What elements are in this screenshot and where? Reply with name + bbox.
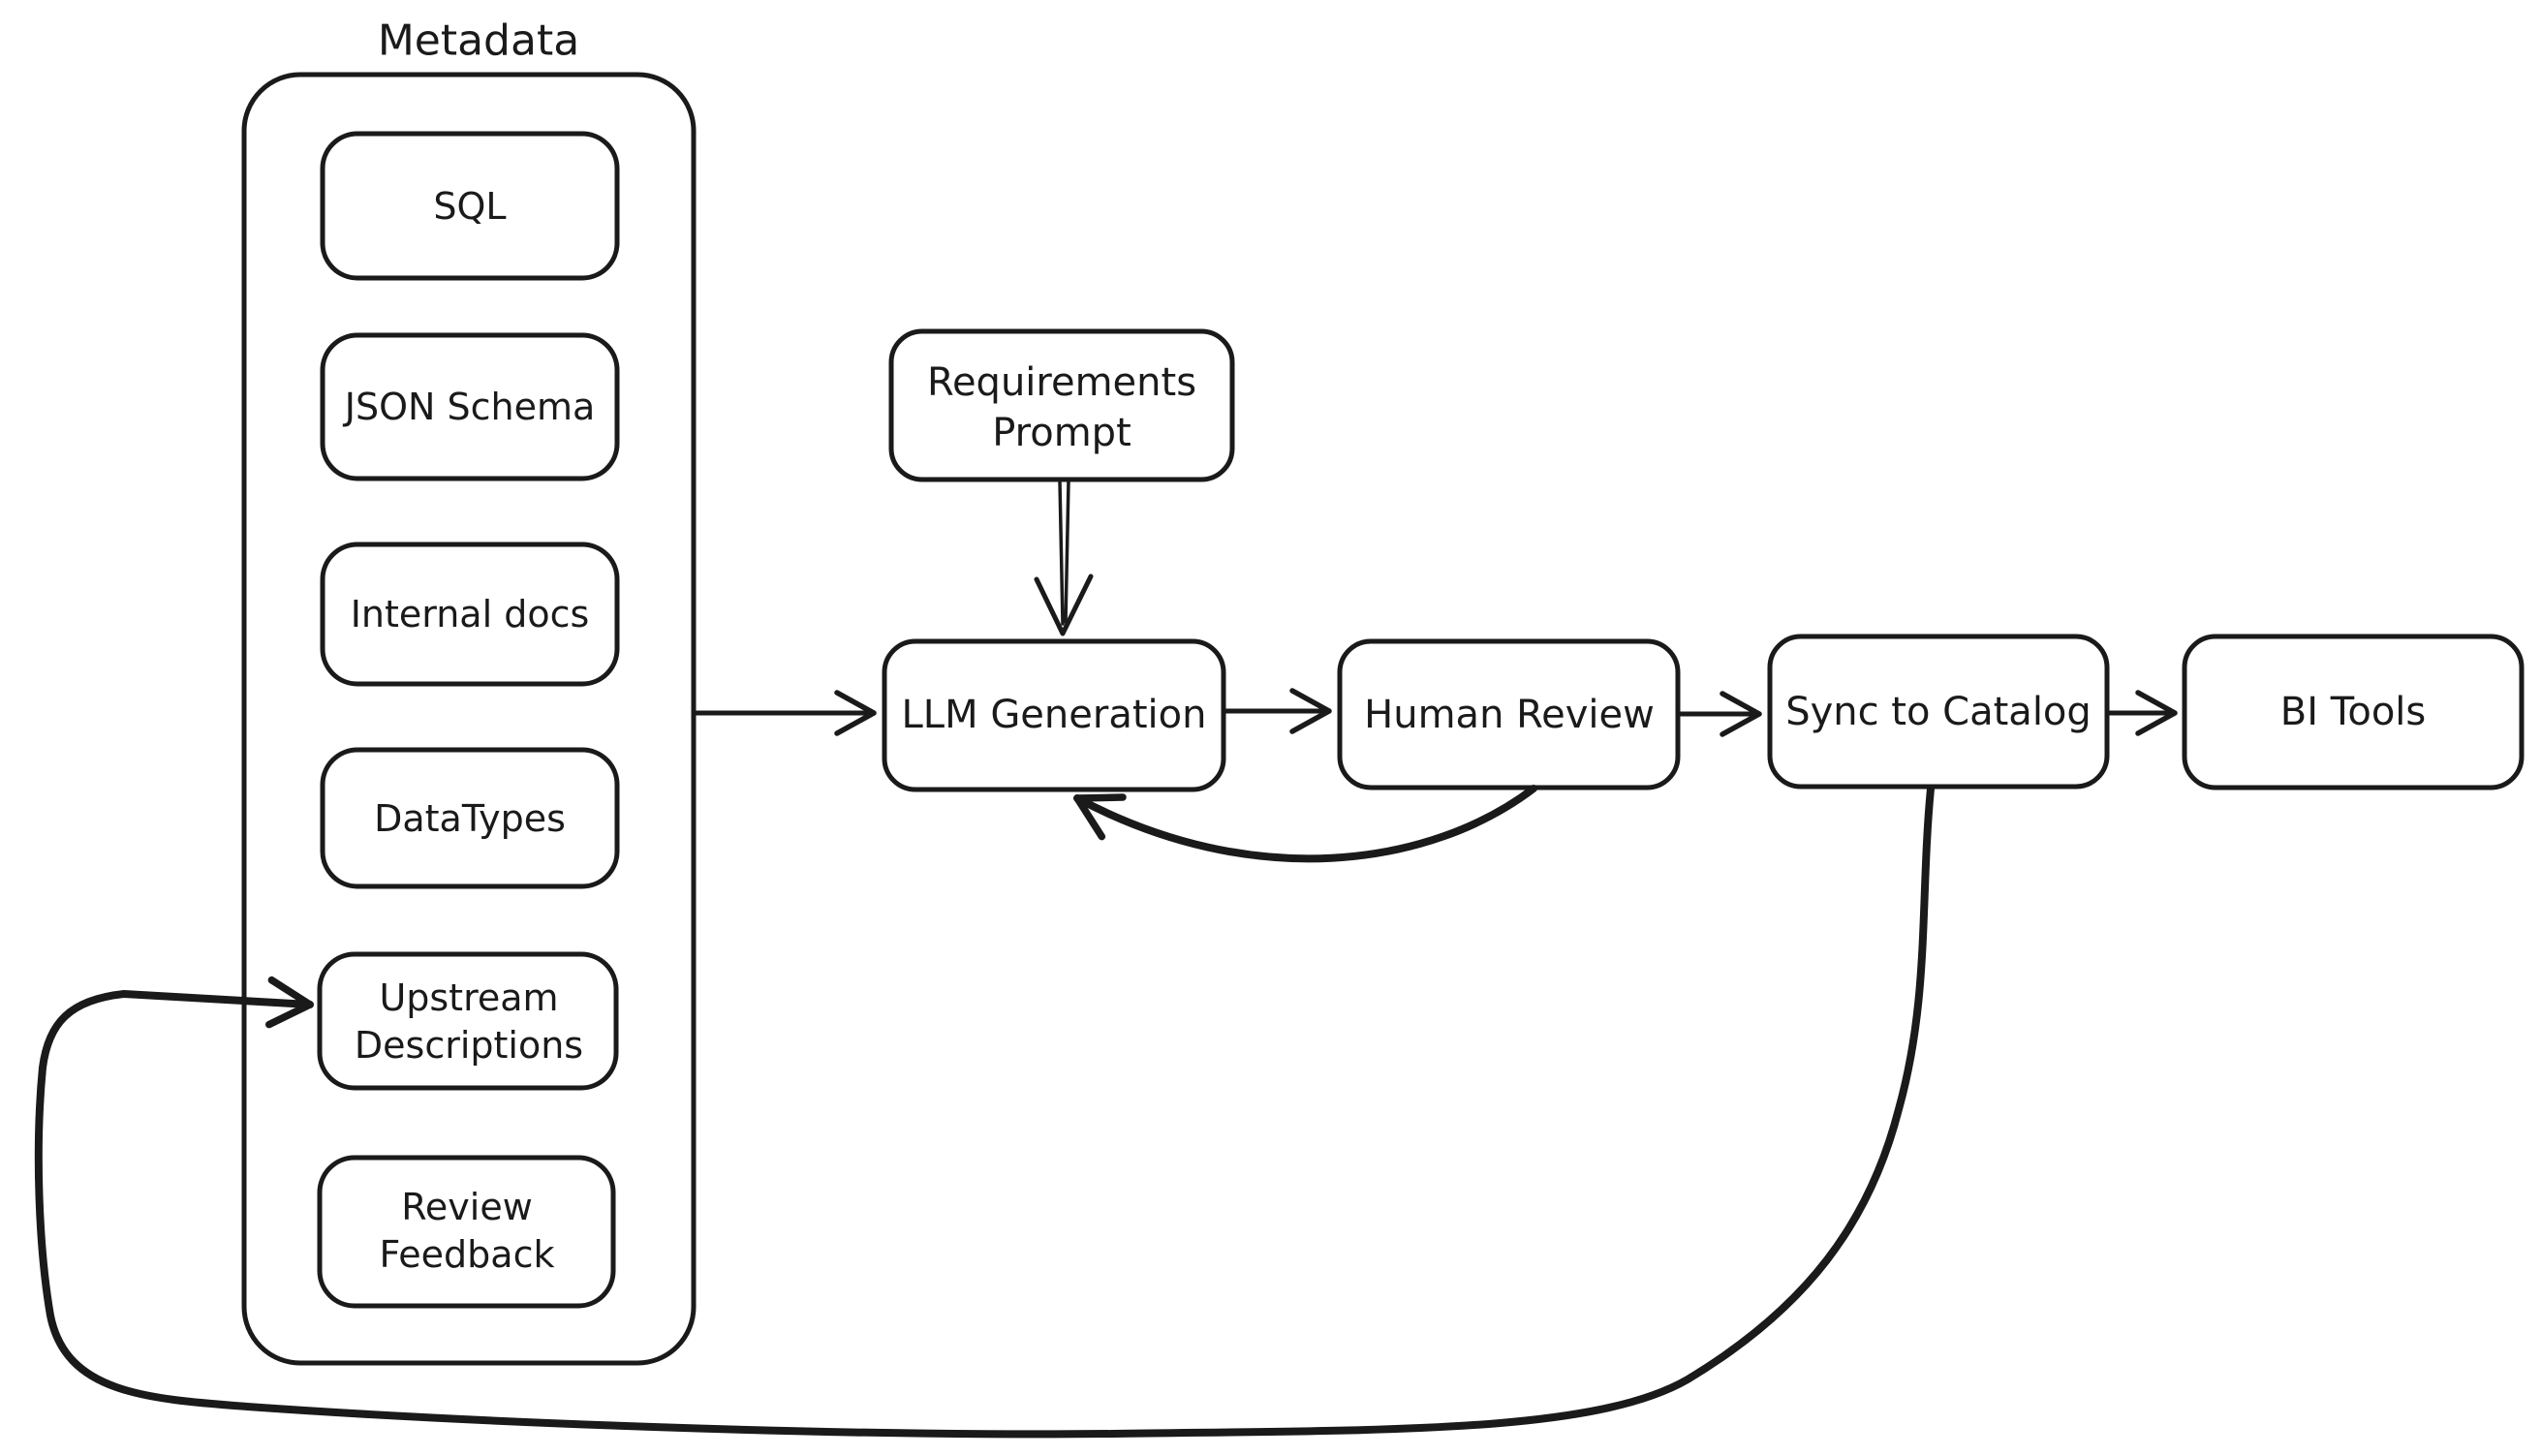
node-llm-generation-label: LLM Generation xyxy=(902,693,1207,737)
node-requirements-prompt-label-line2: Prompt xyxy=(992,411,1131,455)
node-json-schema xyxy=(320,332,620,481)
node-sql xyxy=(320,131,620,281)
node-datatypes xyxy=(320,747,620,889)
node-review-feedback xyxy=(317,1155,616,1309)
node-datatypes-label: DataTypes xyxy=(374,797,566,840)
edge-requirements-line-b xyxy=(1064,480,1070,624)
node-json-schema-label: JSON Schema xyxy=(343,386,596,428)
node-review-feedback-label-line1: Review xyxy=(401,1186,533,1228)
node-sql-label: SQL xyxy=(433,185,506,228)
node-upstream-descriptions-label-line1: Upstream xyxy=(379,976,558,1019)
node-sync-to-catalog-label: Sync to Catalog xyxy=(1785,690,2092,734)
node-requirements-prompt-label-line1: Requirements xyxy=(927,360,1196,405)
edge-sync-to-catalog-feedback-to-upstream-descriptions xyxy=(34,785,1935,1439)
node-human-review-label: Human Review xyxy=(1364,693,1655,737)
node-bi-tools xyxy=(2182,634,2525,790)
edge-human-review-feedback-to-llm-generation xyxy=(1073,785,1537,863)
node-upstream-descriptions xyxy=(317,951,619,1091)
edge-requirements-arrowhead xyxy=(1034,573,1094,636)
metadata-group-container xyxy=(241,72,697,1366)
node-internal-docs xyxy=(320,542,620,687)
node-review-feedback-label-line2: Feedback xyxy=(380,1233,555,1276)
node-llm-generation xyxy=(882,638,1226,792)
node-upstream-descriptions-label-line2: Descriptions xyxy=(355,1024,583,1067)
edge-requirements-line-a xyxy=(1058,480,1065,626)
node-requirements-prompt xyxy=(888,328,1235,482)
metadata-group-title: Metadata xyxy=(378,16,579,66)
node-bi-tools-label: BI Tools xyxy=(2280,690,2427,734)
node-internal-docs-label: Internal docs xyxy=(351,593,590,635)
edge-requirements-prompt-to-llm-generation xyxy=(1034,480,1094,636)
